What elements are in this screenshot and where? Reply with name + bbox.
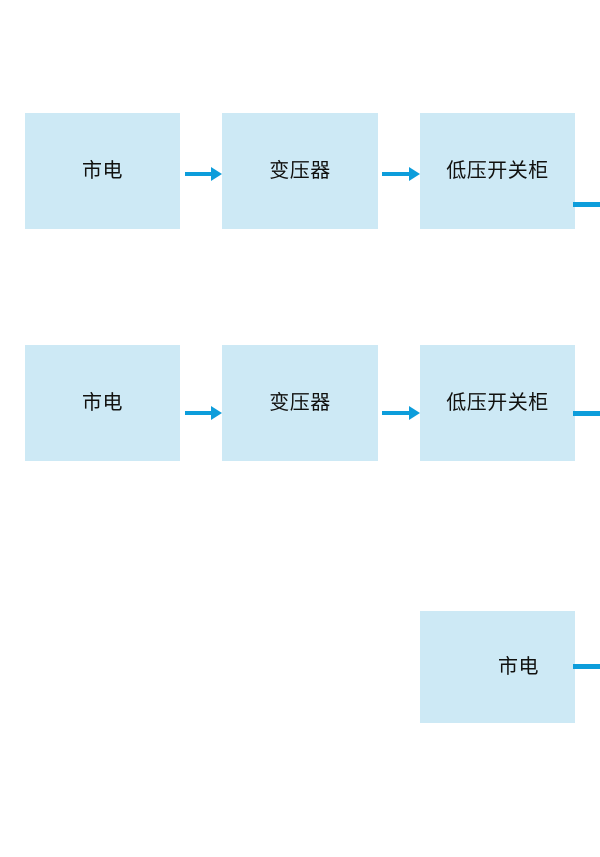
- connector-arrow-transformer-to-switchgear-row1: [382, 167, 420, 181]
- node-label: 低压开关柜: [446, 160, 549, 182]
- node-label: 变压器: [269, 160, 331, 182]
- process-node-transformer-row2[interactable]: 变压器: [222, 345, 378, 461]
- connector-line-mains-outgoing-row3: [573, 664, 600, 669]
- node-label: 市电: [82, 160, 123, 182]
- node-label: 低压开关柜: [446, 392, 549, 414]
- connector-line-switchgear-outgoing-row2: [573, 411, 600, 416]
- process-node-low-voltage-switchgear-row1[interactable]: 低压开关柜: [420, 113, 575, 229]
- process-node-mains-power-row2[interactable]: 市电: [25, 345, 180, 461]
- arrow-head-icon: [409, 167, 420, 181]
- node-label: 市电: [82, 392, 123, 414]
- connector-arrow-mains-to-transformer-row1: [185, 167, 222, 181]
- process-node-low-voltage-switchgear-row2[interactable]: 低压开关柜: [420, 345, 575, 461]
- process-node-mains-power-row1[interactable]: 市电: [25, 113, 180, 229]
- connector-arrow-transformer-to-switchgear-row2: [382, 406, 420, 420]
- arrow-head-icon: [211, 406, 222, 420]
- process-node-transformer-row1[interactable]: 变压器: [222, 113, 378, 229]
- arrow-shaft: [185, 172, 211, 176]
- arrow-head-icon: [409, 406, 420, 420]
- node-label: 变压器: [269, 392, 331, 414]
- process-node-mains-power-row3[interactable]: 市电: [420, 611, 575, 723]
- arrow-shaft: [185, 411, 211, 415]
- arrow-shaft: [382, 172, 409, 176]
- node-label: 市电: [498, 656, 539, 678]
- arrow-head-icon: [211, 167, 222, 181]
- arrow-shaft: [382, 411, 409, 415]
- connector-arrow-mains-to-transformer-row2: [185, 406, 222, 420]
- connector-line-switchgear-outgoing-row1: [573, 202, 600, 207]
